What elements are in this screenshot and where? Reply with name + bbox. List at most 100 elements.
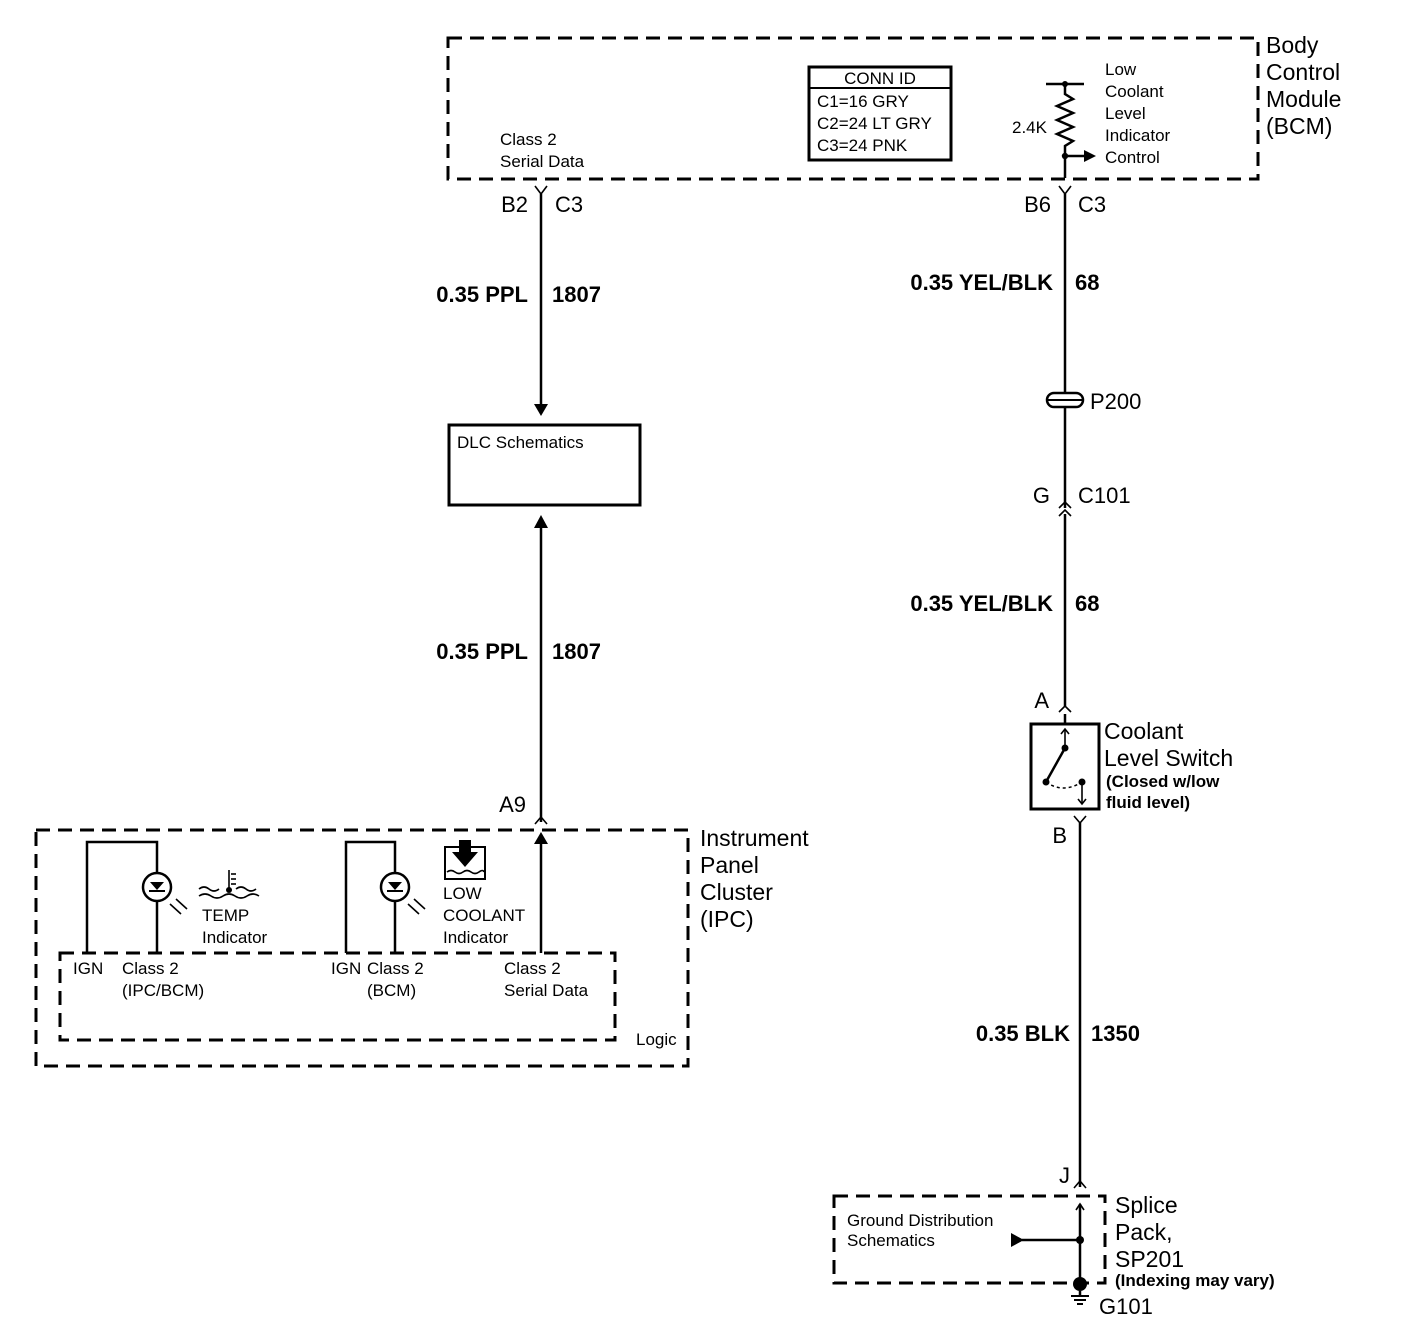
temp-label-1: TEMP: [202, 906, 249, 925]
ipc-title-4: (IPC): [700, 906, 754, 932]
indicator-label-4: Indicator: [1105, 126, 1171, 145]
bcm-title-2: Control: [1266, 59, 1340, 85]
wire-68-upper: 0.35 YEL/BLK 68: [910, 194, 1099, 393]
low-coolant-indicator-circuit: LOW COOLANT Indicator: [344, 840, 525, 953]
arrow-up-icon: [534, 515, 548, 528]
coolant-light-rays-icon: [407, 898, 426, 915]
coolant-label-3: Indicator: [443, 928, 509, 947]
body-control-module: Body Control Module (BCM) Class 2 Serial…: [446, 32, 1341, 181]
bcm-conn-c3-right: C3: [1078, 192, 1106, 217]
low-coolant-symbol-icon: [444, 840, 486, 880]
switch-pin-b: B: [1052, 823, 1067, 848]
bcm-title-3: Module: [1266, 86, 1341, 112]
ground-label: G101: [1099, 1294, 1153, 1319]
logic-class2-bcm-2: (BCM): [367, 981, 416, 1000]
switch-title-2: Level Switch: [1104, 745, 1233, 771]
wire-gauge-bcm-dlc: 0.35 PPL: [436, 282, 528, 307]
logic-class2-ipc-1: Class 2: [122, 959, 179, 978]
switch-note-1: (Closed w/low: [1106, 772, 1220, 791]
bcm-conn-c3-left: C3: [555, 192, 583, 217]
ipc-pin-a9: A9: [499, 792, 526, 817]
ipc-title-3: Cluster: [700, 879, 773, 905]
p200-pass-through: P200: [1045, 389, 1141, 414]
bcm-serial-label-2: Serial Data: [500, 152, 585, 171]
logic-ign-1: IGN: [73, 959, 103, 978]
splice-outline: [832, 1194, 1107, 1285]
serial-arrow-up-icon: [534, 832, 548, 844]
dlc-schematics-label: DLC Schematics: [457, 433, 584, 452]
wire-1807-lower: 0.35 PPL 1807: [436, 515, 601, 822]
ipc-connector-a9: A9: [499, 792, 548, 825]
pullup-resistor: 2.4K: [1012, 81, 1096, 178]
p200-label: P200: [1090, 389, 1141, 414]
wire-circuit-c101-switch: 68: [1075, 591, 1099, 616]
switch-title-1: Coolant: [1104, 718, 1184, 744]
splice-title-1: Splice: [1115, 1192, 1178, 1218]
wire-circuit-bcm-p200: 68: [1075, 270, 1099, 295]
bcm-serial-label-1: Class 2: [500, 130, 557, 149]
logic-serial-2: Serial Data: [504, 981, 589, 1000]
logic-label: Logic: [636, 1030, 677, 1049]
indicator-label-5: Control: [1105, 148, 1160, 167]
wire-circuit-bcm-dlc: 1807: [552, 282, 601, 307]
wire-circuit-dlc-ipc: 1807: [552, 639, 601, 664]
wire-1350: 0.35 BLK 1350: [976, 823, 1140, 1187]
arrow-down-icon: [534, 404, 548, 416]
logic-serial-1: Class 2: [504, 959, 561, 978]
ground-dist-label-2: Schematics: [847, 1231, 935, 1250]
switch-pin-a: A: [1034, 688, 1049, 713]
conn-id-row-2: C2=24 LT GRY: [817, 114, 932, 133]
instrument-panel-cluster: Instrument Panel Cluster (IPC) Logic: [34, 825, 809, 1068]
coolant-label-2: COOLANT: [443, 906, 525, 925]
wire-1807-upper: 0.35 PPL 1807: [436, 194, 601, 416]
dlc-schematics-box[interactable]: DLC Schematics: [447, 423, 642, 507]
conn-id-row-3: C3=24 PNK: [817, 136, 908, 155]
ground-dist-label-1: Ground Distribution: [847, 1211, 993, 1230]
splice-pin-j: J: [1059, 1163, 1070, 1188]
c101-connector: G C101: [1033, 483, 1131, 517]
indicator-label-2: Coolant: [1105, 82, 1164, 101]
control-arrow-icon: [1084, 150, 1096, 162]
wire-gauge-c101-switch: 0.35 YEL/BLK: [910, 591, 1053, 616]
indicator-label-3: Level: [1105, 104, 1146, 123]
temp-label-2: Indicator: [202, 928, 268, 947]
logic-outline: [58, 951, 617, 1042]
ground-dist-arrow-icon: [1011, 1233, 1024, 1247]
splice-note: (Indexing may vary): [1115, 1271, 1275, 1290]
c101-label: C101: [1078, 483, 1131, 508]
ipc-outline: [34, 828, 690, 1068]
c101-pin-g: G: [1033, 483, 1050, 508]
resistor-value: 2.4K: [1012, 118, 1048, 137]
bcm-pin-b2: B2: [501, 192, 528, 217]
temp-indicator-circuit: TEMP Indicator: [85, 840, 268, 953]
logic-class2-bcm-1: Class 2: [367, 959, 424, 978]
splice-pack-sp201: J Ground Distribution Schematics Splice …: [832, 1163, 1275, 1290]
temp-light-rays-icon: [169, 898, 188, 915]
coolant-level-switch: A B Coolant Level Switch (Closed w/low f…: [1029, 688, 1233, 848]
conn-id-table: CONN ID C1=16 GRY C2=24 LT GRY C3=24 PNK: [807, 65, 953, 162]
logic-ign-2: IGN: [331, 959, 361, 978]
wire-68-lower: 0.35 YEL/BLK 68: [910, 514, 1099, 706]
bcm-title-1: Body: [1266, 32, 1319, 58]
wire-circuit-switch-ground: 1350: [1091, 1021, 1140, 1046]
wire-gauge-switch-ground: 0.35 BLK: [976, 1021, 1070, 1046]
splice-title-2: Pack,: [1115, 1219, 1173, 1245]
bcm-outline: [446, 36, 1260, 181]
coolant-label-1: LOW: [443, 884, 482, 903]
ipc-title-2: Panel: [700, 852, 759, 878]
wire-gauge-dlc-ipc: 0.35 PPL: [436, 639, 528, 664]
ground-dot-icon: [1073, 1277, 1087, 1291]
splice-title-3: SP201: [1115, 1246, 1184, 1272]
bcm-title-4: (BCM): [1266, 113, 1332, 139]
wire-gauge-bcm-p200: 0.35 YEL/BLK: [910, 270, 1053, 295]
switch-note-2: fluid level): [1106, 793, 1190, 812]
conn-id-row-1: C1=16 GRY: [817, 92, 909, 111]
temp-symbol-icon: [198, 870, 260, 899]
ground-symbol-icon: [1071, 1295, 1089, 1305]
ground-g101: G101: [1071, 1277, 1153, 1319]
logic-class2-ipc-2: (IPC/BCM): [122, 981, 204, 1000]
conn-id-header: CONN ID: [844, 69, 916, 88]
indicator-label-1: Low: [1105, 60, 1137, 79]
bcm-connector-right: B6 C3: [1024, 185, 1106, 217]
